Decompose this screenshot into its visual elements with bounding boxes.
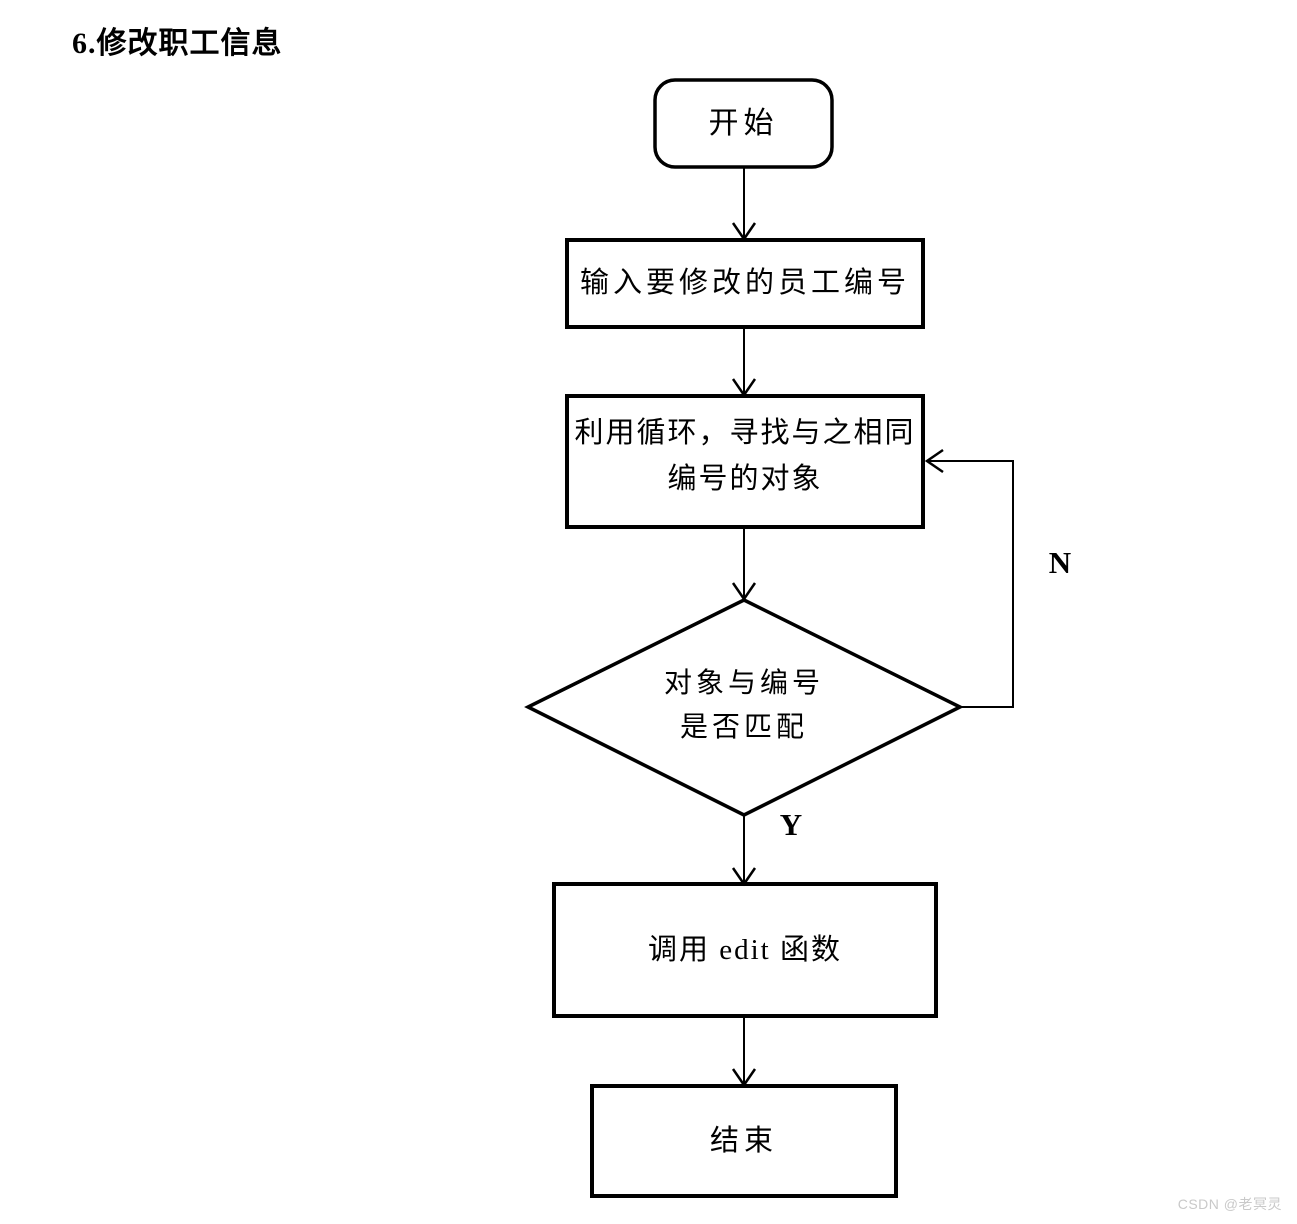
- edge-no-loopback: [928, 460, 1014, 708]
- node-loop-label-line1: 利用循环，寻找与之相同: [574, 417, 916, 449]
- node-decision-label: 对象与编号 是否匹配: [528, 662, 960, 750]
- node-loop-label: 利用循环，寻找与之相同 编号的对象: [567, 396, 923, 502]
- page-title: 6.修改职工信息: [72, 27, 283, 60]
- node-input-label: 输入要修改的员工编号: [579, 267, 910, 299]
- process-end-shape: [590, 1084, 898, 1198]
- branch-label-no: N: [1048, 545, 1072, 580]
- branch-label-yes: Y: [779, 807, 803, 842]
- node-edit-label: 调用 edit 函数: [648, 934, 842, 966]
- watermark: CSDN @老冥灵: [1177, 1196, 1282, 1212]
- node-start-label: 开始: [708, 107, 779, 140]
- node-end-label: 结束: [709, 1125, 778, 1157]
- node-loop-label-line2: 编号的对象: [667, 463, 823, 495]
- node-decision-label-line2: 是否匹配: [679, 712, 808, 743]
- arrowhead-no-loopback: [924, 448, 944, 474]
- node-decision-label-line1: 对象与编号: [663, 668, 824, 699]
